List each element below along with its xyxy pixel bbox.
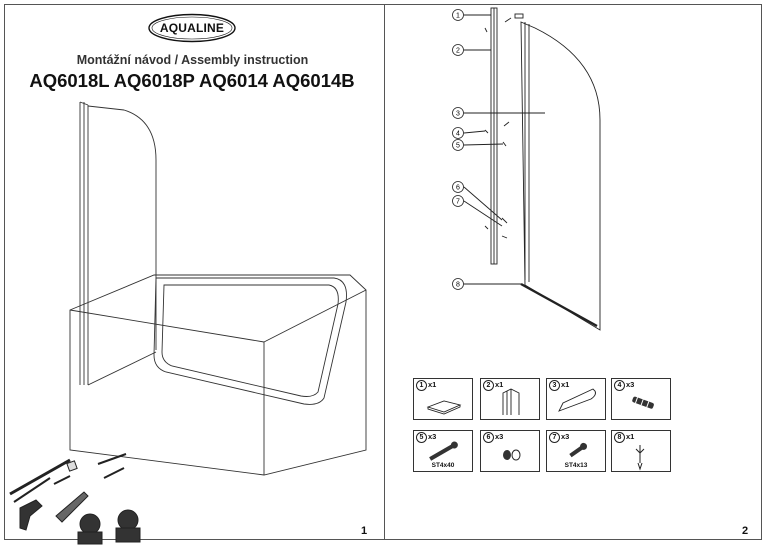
required-tools-illustration [9, 453, 141, 545]
instruction-sheet [4, 4, 762, 540]
callout-6: 6 [456, 185, 460, 192]
exploded-assembly-view: 1 2 3 4 5 6 7 8 [452, 7, 601, 331]
callout-3: 3 [456, 111, 460, 118]
callout-1: 1 [456, 13, 460, 20]
caulking-gun-icon [55, 491, 89, 523]
wall-plug-icon [632, 396, 654, 409]
callout-5: 5 [456, 143, 460, 150]
seal-strip-icon [635, 445, 645, 471]
wall-profile-icon [502, 388, 520, 415]
callout-4: 4 [456, 131, 460, 138]
brand-logo: AQUALINE [147, 13, 237, 43]
page-divider [384, 4, 385, 540]
page-number-1: 1 [361, 525, 368, 537]
model-numbers: AQ6018L AQ6018P AQ6014 AQ6014B [29, 70, 355, 91]
callout-7: 7 [456, 199, 460, 206]
screw-long-icon [429, 441, 458, 461]
shelf-icon [426, 400, 462, 415]
screw-short-icon [569, 442, 588, 458]
callout-2: 2 [456, 48, 460, 55]
document-subtitle: Montážní návod / Assembly instruction [76, 53, 309, 67]
glass-panel-icon [558, 388, 596, 412]
brand-name: AQUALINE [159, 21, 225, 35]
spirit-level-icon [66, 460, 78, 472]
logo-oval-icon [148, 13, 236, 43]
bathtub-screen-illustration [69, 101, 367, 476]
callout-8: 8 [456, 282, 460, 289]
page-number-2: 2 [742, 525, 749, 537]
drill-icon [19, 499, 43, 531]
cap-icon [503, 449, 521, 461]
